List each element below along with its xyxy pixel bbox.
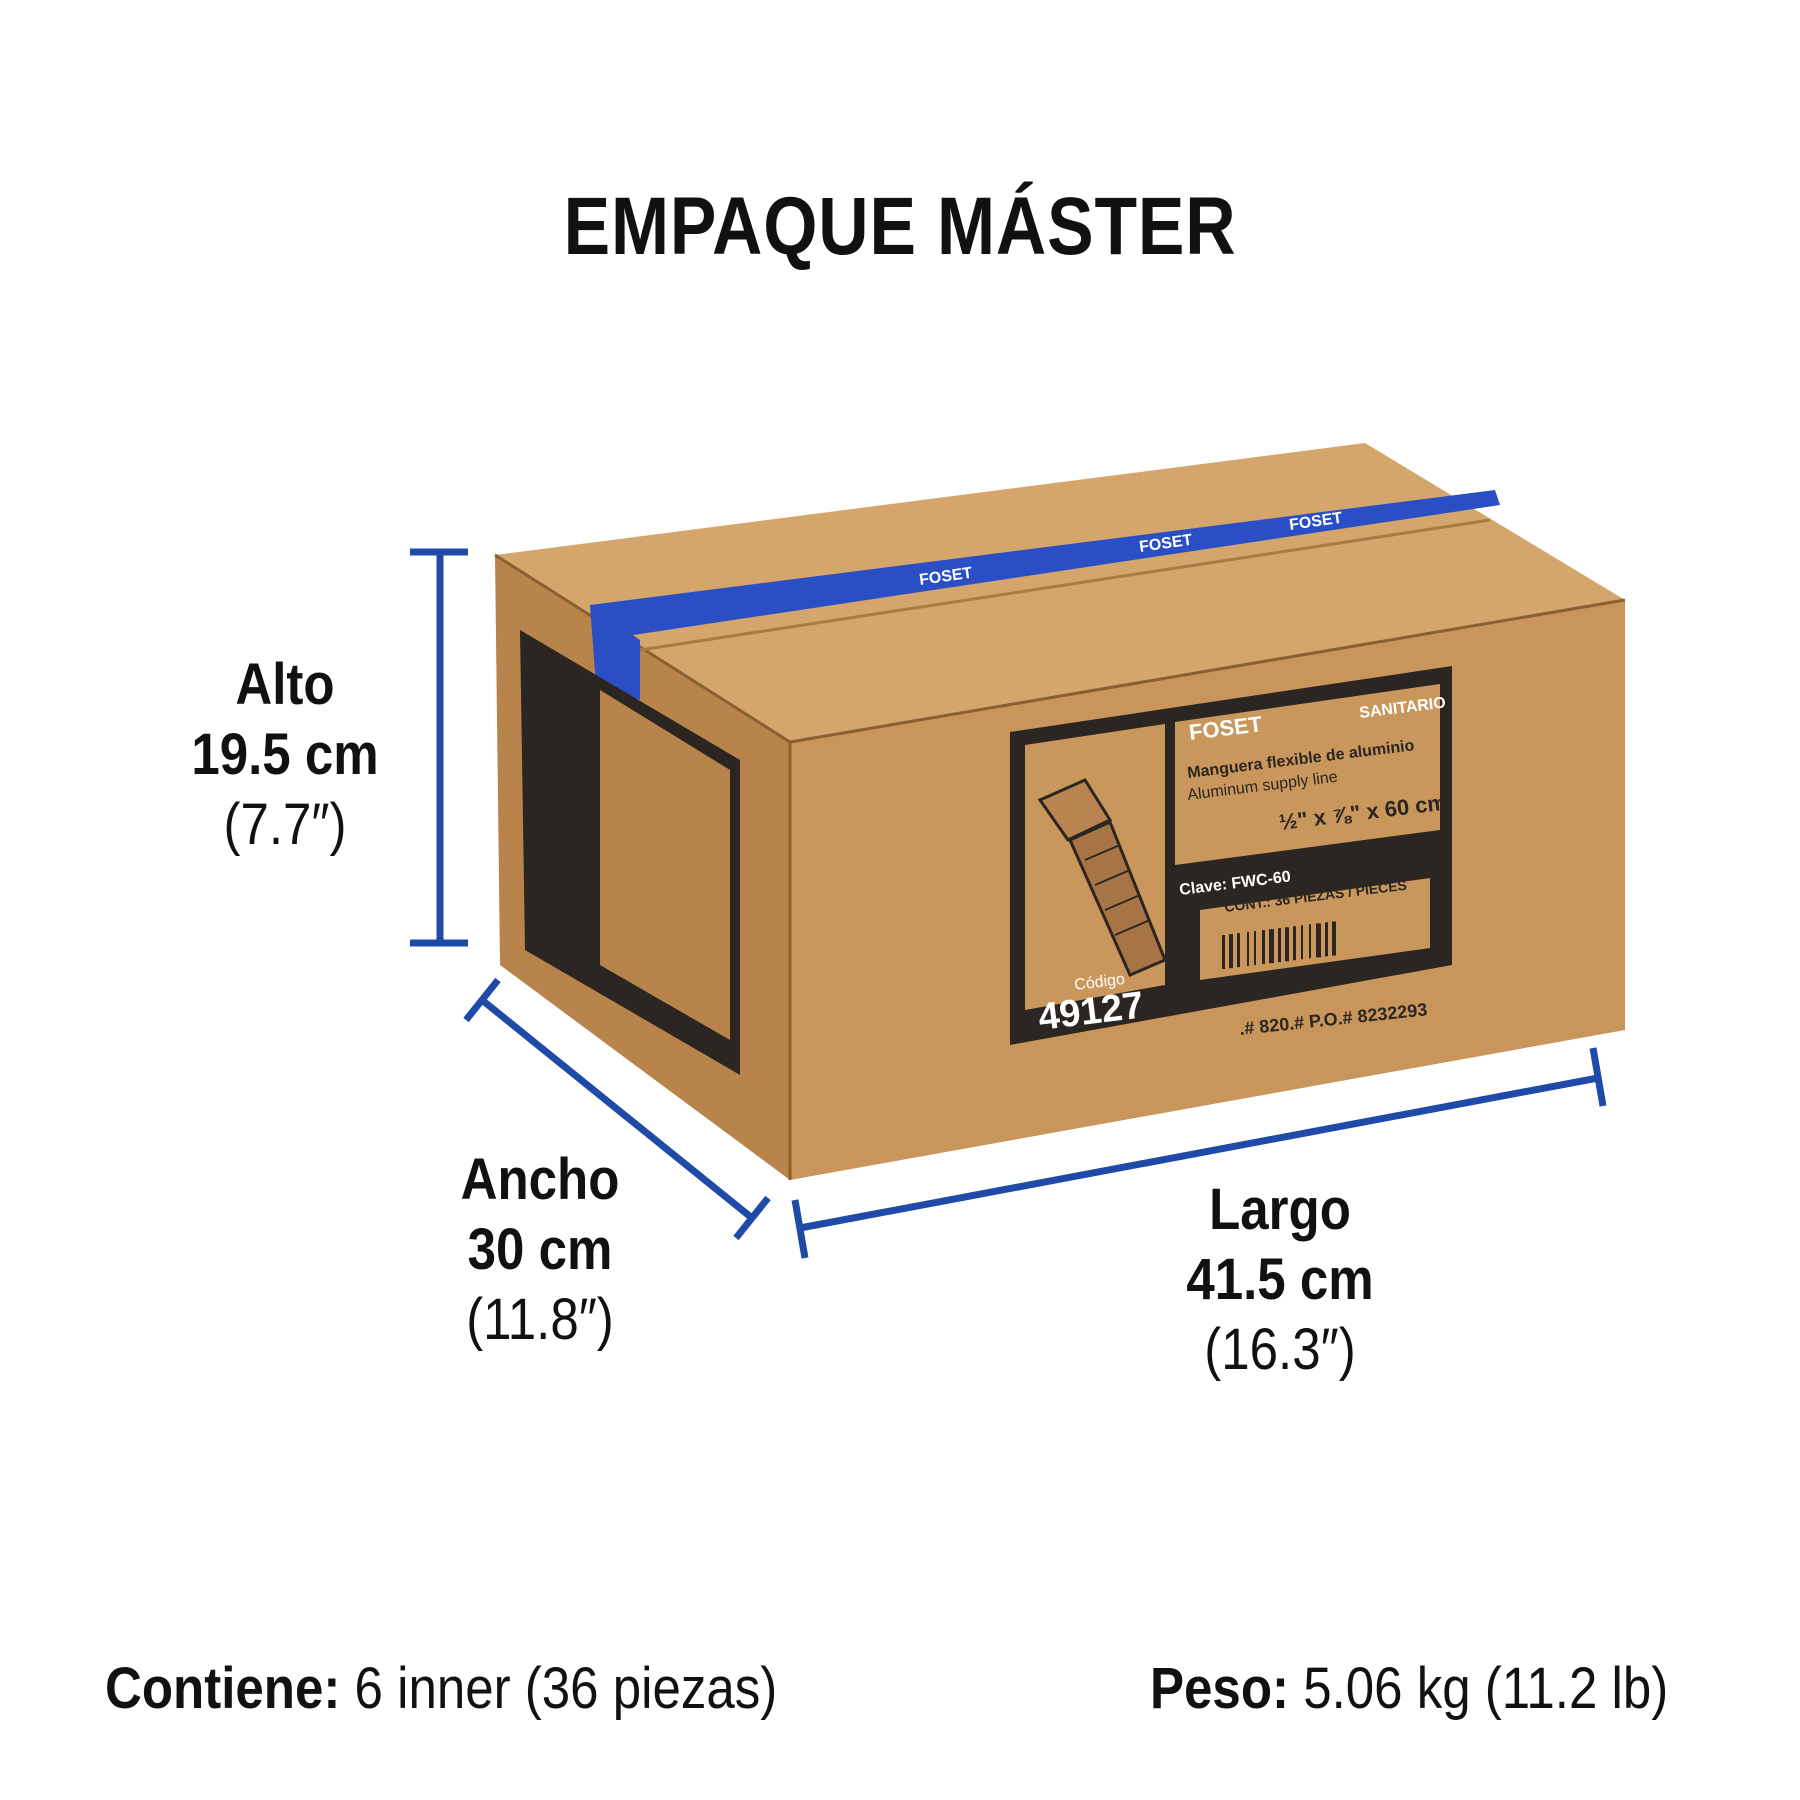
largo-imperial: (16.3″)	[1204, 1317, 1356, 1382]
barcode-bar	[1262, 930, 1265, 965]
barcode-bar	[1332, 921, 1336, 956]
tape-side	[590, 605, 640, 700]
alto-dimension-line	[410, 548, 468, 947]
barcode-bar	[1222, 935, 1225, 969]
barcode-bar	[1309, 924, 1311, 959]
hose-icon	[1037, 778, 1167, 977]
page-title: EMPAQUE MÁSTER	[563, 181, 1237, 272]
barcode-bar	[1293, 926, 1296, 961]
alto-imperial: (7.7″)	[223, 792, 347, 857]
largo-label: Largo	[1209, 1177, 1351, 1242]
barcode-bar	[1269, 929, 1274, 964]
barcode-bar	[1247, 931, 1249, 966]
barcode-bar	[1316, 923, 1321, 958]
ancho-metric: 30 cm	[467, 1217, 613, 1282]
barcode-bar	[1325, 922, 1328, 957]
largo-dimension: Largo 41.5 cm (16.3″)	[1157, 1175, 1403, 1385]
weight-value: 5.06 kg (11.2 lb)	[1303, 1656, 1669, 1721]
ancho-dimension: Ancho 30 cm (11.8″)	[417, 1145, 663, 1355]
barcode-bar	[1229, 934, 1233, 969]
weight-info: Peso: 5.06 kg (11.2 lb)	[1150, 1655, 1668, 1722]
front-label: FOSET SANITARIO Manguera flexible de alu…	[1010, 666, 1452, 1045]
barcode-bar	[1254, 931, 1256, 966]
contents-info: Contiene: 6 inner (36 piezas)	[105, 1655, 777, 1722]
ancho-dimension-line	[463, 977, 771, 1241]
alto-label: Alto	[235, 652, 335, 717]
contents-label: Contiene:	[105, 1656, 341, 1721]
label-codigo-label: Código	[1073, 971, 1125, 994]
dimension-lines	[410, 548, 1607, 1259]
alto-metric: 19.5 cm	[191, 722, 379, 787]
barcode-bar	[1285, 927, 1289, 962]
largo-dimension-line	[791, 1047, 1607, 1259]
weight-label: Peso:	[1150, 1656, 1289, 1721]
contents-value: 6 inner (36 piezas)	[354, 1656, 778, 1721]
barcode-bar	[1278, 928, 1281, 963]
barcode-bar	[1301, 925, 1303, 960]
alto-dimension: Alto 19.5 cm (7.7″)	[171, 650, 400, 860]
ancho-imperial: (11.8″)	[466, 1287, 614, 1352]
barcode	[1222, 921, 1336, 969]
tape	[590, 490, 1500, 640]
barcode-bar	[1237, 933, 1240, 968]
ancho-label: Ancho	[460, 1147, 620, 1212]
largo-metric: 41.5 cm	[1186, 1247, 1374, 1312]
